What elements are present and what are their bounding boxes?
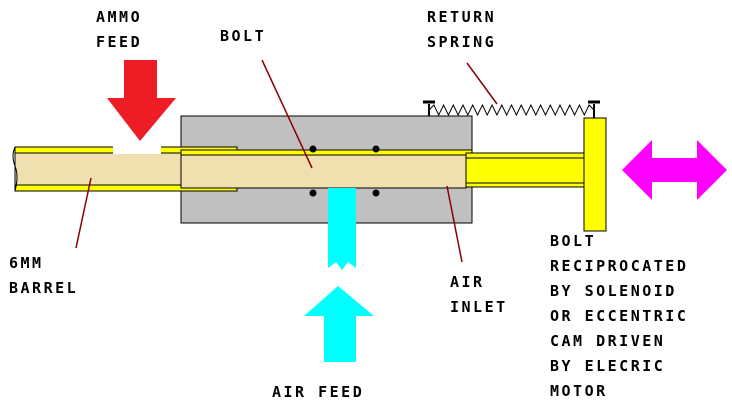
bolt-note-line-2: RECIPROCATED bbox=[550, 257, 688, 275]
bolt bbox=[180, 152, 605, 189]
label-bolt-note: BOLT RECIPROCATED BY SOLENOID OR ECCENTR… bbox=[550, 232, 688, 400]
label-air-inlet: AIR INLET bbox=[450, 273, 508, 316]
bolt-note-line-5: CAM DRIVEN bbox=[550, 332, 665, 350]
label-bolt: BOLT bbox=[220, 27, 266, 45]
air-inlet-line-2: INLET bbox=[450, 298, 508, 316]
bolt-note-line-3: BY SOLENOID bbox=[550, 282, 677, 300]
seal-dots bbox=[309, 145, 380, 197]
ammo-feed-line-2: FEED bbox=[96, 33, 142, 51]
return-spring-line-2: SPRING bbox=[427, 33, 496, 51]
ammo-feed-line-1: AMMO bbox=[96, 8, 142, 26]
bolt-note-line-7: MOTOR bbox=[550, 382, 608, 400]
label-ammo-feed: AMMO FEED bbox=[96, 8, 142, 51]
bolt-motion-arrow bbox=[622, 140, 727, 200]
air-inlet-line-1: AIR bbox=[450, 273, 485, 291]
bolt-note-line-1: BOLT bbox=[550, 232, 596, 250]
barrel-line-1: 6MM bbox=[9, 254, 44, 272]
air-passage bbox=[328, 188, 356, 270]
label-air-feed: AIR FEED bbox=[272, 383, 364, 401]
leader-lines bbox=[75, 59, 498, 263]
barrel-line-2: BARREL bbox=[9, 279, 78, 297]
bolt-note-line-6: BY ELECRIC bbox=[550, 357, 665, 375]
label-barrel: 6MM BARREL bbox=[9, 254, 78, 297]
air-feed-arrow bbox=[304, 286, 374, 362]
ammo-feed-arrow bbox=[107, 60, 176, 141]
return-spring-line-1: RETURN bbox=[427, 8, 496, 26]
return-spring bbox=[423, 100, 600, 118]
bolt-end-plate bbox=[583, 117, 607, 232]
bolt-note-line-4: OR ECCENTRIC bbox=[550, 307, 688, 325]
label-return-spring: RETURN SPRING bbox=[427, 8, 496, 51]
